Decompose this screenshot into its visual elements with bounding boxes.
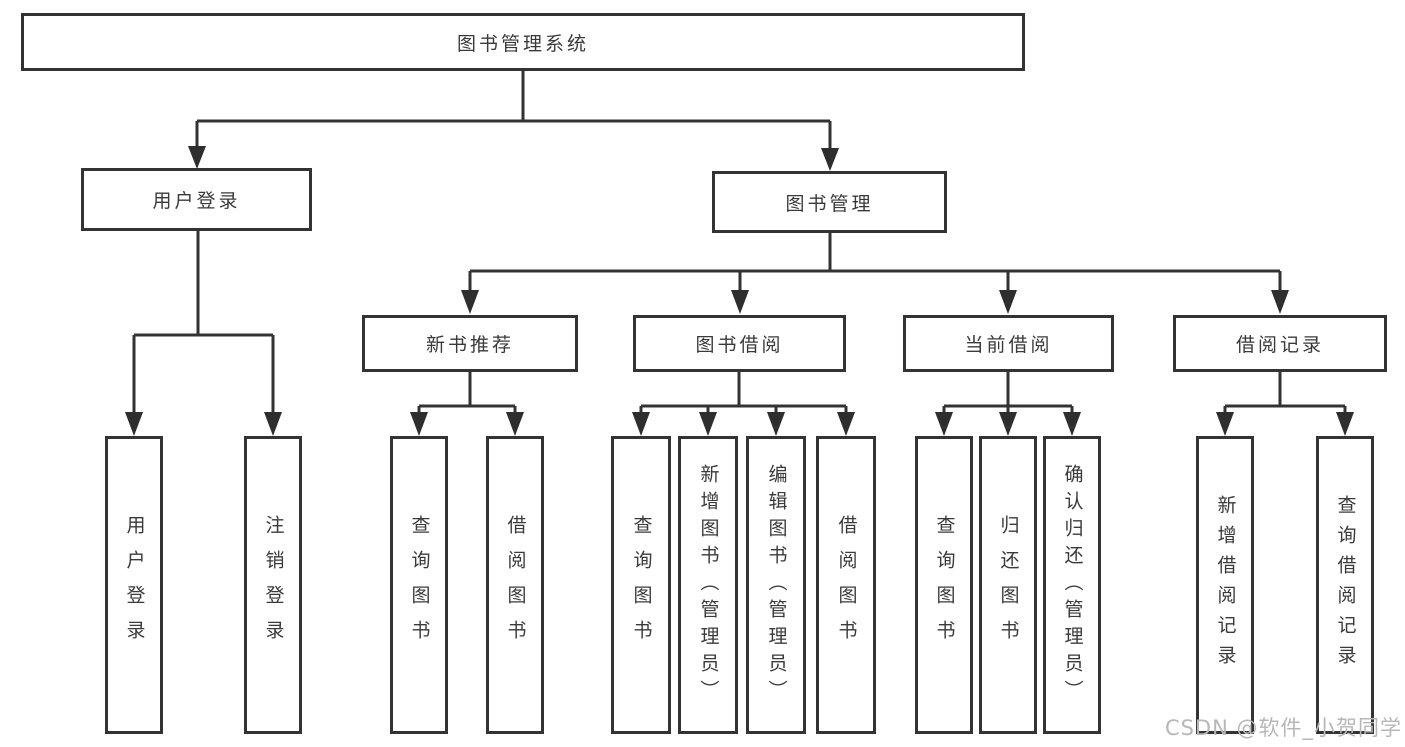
leaf-label: 新增图书（管理员） — [697, 463, 720, 707]
node-library-management-system: 图书管理系统 — [21, 13, 1025, 71]
leaf-return-book: 归还图书 — [979, 436, 1037, 734]
leaf-logout: 注销登录 — [244, 436, 302, 734]
arrow-g5-1 — [1216, 412, 1234, 436]
node-label: 用户登录 — [152, 190, 241, 212]
leaf-add-book-admin: 新增图书（管理员） — [678, 436, 738, 734]
arrow-g2-1 — [410, 412, 428, 436]
node-book-management: 图书管理 — [712, 171, 947, 233]
node-label: 图书借阅 — [695, 334, 784, 356]
leaf-label: 查询借阅记录 — [1334, 495, 1357, 675]
leaf-query-books-recommend: 查询图书 — [390, 436, 448, 734]
leaf-label: 查询图书 — [630, 515, 653, 655]
leaf-user-login: 用户登录 — [105, 436, 163, 734]
node-label: 图书管理系统 — [456, 32, 589, 55]
arrow-g3-4 — [837, 412, 855, 436]
arrow-leaf-login — [125, 412, 143, 436]
node-user-login: 用户登录 — [81, 168, 312, 231]
arrow-g3-2 — [699, 412, 717, 436]
arrow-current-borrow — [999, 290, 1017, 314]
arrow-g3-1 — [632, 412, 650, 436]
arrow-user-login — [188, 146, 206, 169]
leaf-label: 借阅图书 — [835, 515, 858, 655]
leaf-label: 归还图书 — [997, 515, 1020, 655]
arrow-g3-3 — [767, 412, 785, 436]
leaf-query-books-current: 查询图书 — [915, 436, 973, 734]
arrow-borrow-records — [1271, 290, 1289, 314]
node-label: 借阅记录 — [1235, 334, 1324, 356]
leaf-add-borrow-record: 新增借阅记录 — [1196, 436, 1254, 734]
arrow-book-borrow — [731, 290, 749, 314]
arrow-g4-2 — [999, 412, 1017, 436]
leaf-query-books-borrow: 查询图书 — [611, 436, 671, 734]
leaf-confirm-return-admin: 确认归还（管理员） — [1043, 436, 1101, 734]
arrow-new-book — [461, 290, 479, 314]
node-borrow-records: 借阅记录 — [1173, 315, 1387, 372]
leaf-label: 编辑图书（管理员） — [765, 463, 788, 707]
leaf-label: 新增借阅记录 — [1214, 495, 1237, 675]
leaf-label: 用户登录 — [123, 515, 146, 655]
leaf-query-borrow-record: 查询借阅记录 — [1316, 436, 1374, 734]
leaf-label: 借阅图书 — [504, 515, 527, 655]
leaf-label: 注销登录 — [262, 515, 285, 655]
node-new-book-recommend: 新书推荐 — [362, 315, 578, 372]
leaf-borrow-books-recommend: 借阅图书 — [486, 436, 544, 734]
leaf-label: 确认归还（管理员） — [1061, 463, 1084, 707]
leaf-edit-book-admin: 编辑图书（管理员） — [746, 436, 806, 734]
leaf-label: 查询图书 — [408, 515, 431, 655]
node-label: 新书推荐 — [425, 334, 514, 356]
arrow-g2-2 — [506, 412, 524, 436]
arrow-g4-3 — [1063, 412, 1081, 436]
leaf-label: 查询图书 — [933, 515, 956, 655]
node-book-borrow: 图书借阅 — [633, 315, 846, 372]
csdn-watermark: CSDN @软件_小贺同学 — [1164, 716, 1402, 740]
node-label: 当前借阅 — [964, 334, 1053, 356]
leaf-borrow-books: 借阅图书 — [816, 436, 876, 734]
arrow-g4-1 — [935, 412, 953, 436]
arrow-leaf-logout — [264, 412, 282, 436]
arrow-g5-2 — [1336, 412, 1354, 436]
node-label: 图书管理 — [785, 192, 874, 215]
arrow-book-management — [821, 148, 839, 171]
node-current-borrow: 当前借阅 — [903, 315, 1114, 372]
